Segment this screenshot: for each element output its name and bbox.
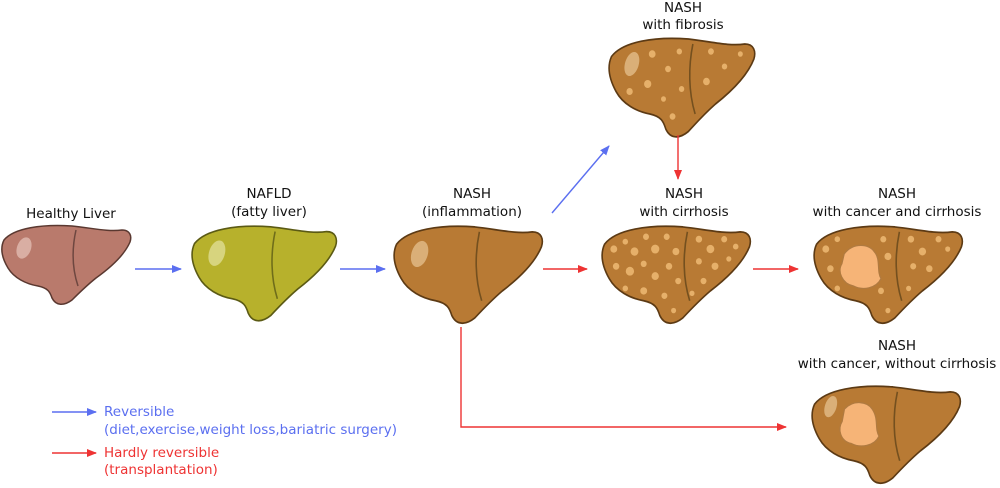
fibrosis-liver: [608, 37, 756, 138]
healthy-liver: [1, 224, 132, 306]
label-fibrosis-title: NASH: [664, 0, 702, 16]
legend-reversible-label: Reversible: [104, 404, 174, 420]
label-nafld-title: NAFLD: [246, 186, 291, 202]
cirrhosis-liver: [601, 225, 752, 325]
arrow-nash-to-cancer-no-cirrhosis: [460, 327, 787, 431]
legend: Reversible (diet,exercise,weight loss,ba…: [52, 404, 397, 478]
label-cancer-no-cirrhosis-title: NASH: [878, 338, 916, 354]
label-cancer-cirrhosis-title: NASH: [878, 186, 916, 202]
legend-reversible-detail: (diet,exercise,weight loss,bariatric sur…: [104, 422, 397, 438]
label-nash-title: NASH: [453, 186, 491, 202]
inflamed-liver: [393, 225, 544, 325]
arrow-nash-to-fibrosis: [551, 145, 610, 214]
legend-hardly-reversible-label: Hardly reversible: [104, 445, 219, 461]
label-nash-detail: (inflammation): [422, 204, 522, 220]
label-cirrhosis-detail: with cirrhosis: [639, 204, 728, 220]
legend-hardly-reversible-detail: (transplantation): [104, 462, 218, 478]
cancer-no-cirrhosis-liver: [811, 385, 962, 485]
label-cancer-no-cirrhosis-detail: with cancer, without cirrhosis: [798, 356, 997, 372]
cancer-cirrhosis-liver: [813, 225, 964, 325]
fatty-liver: [191, 225, 338, 322]
label-cancer-cirrhosis-detail: with cancer and cirrhosis: [813, 204, 982, 220]
label-healthy: Healthy Liver: [26, 206, 116, 222]
label-fibrosis-detail: with fibrosis: [642, 17, 723, 33]
label-nafld-detail: (fatty liver): [231, 204, 307, 220]
label-cirrhosis-title: NASH: [665, 186, 703, 202]
